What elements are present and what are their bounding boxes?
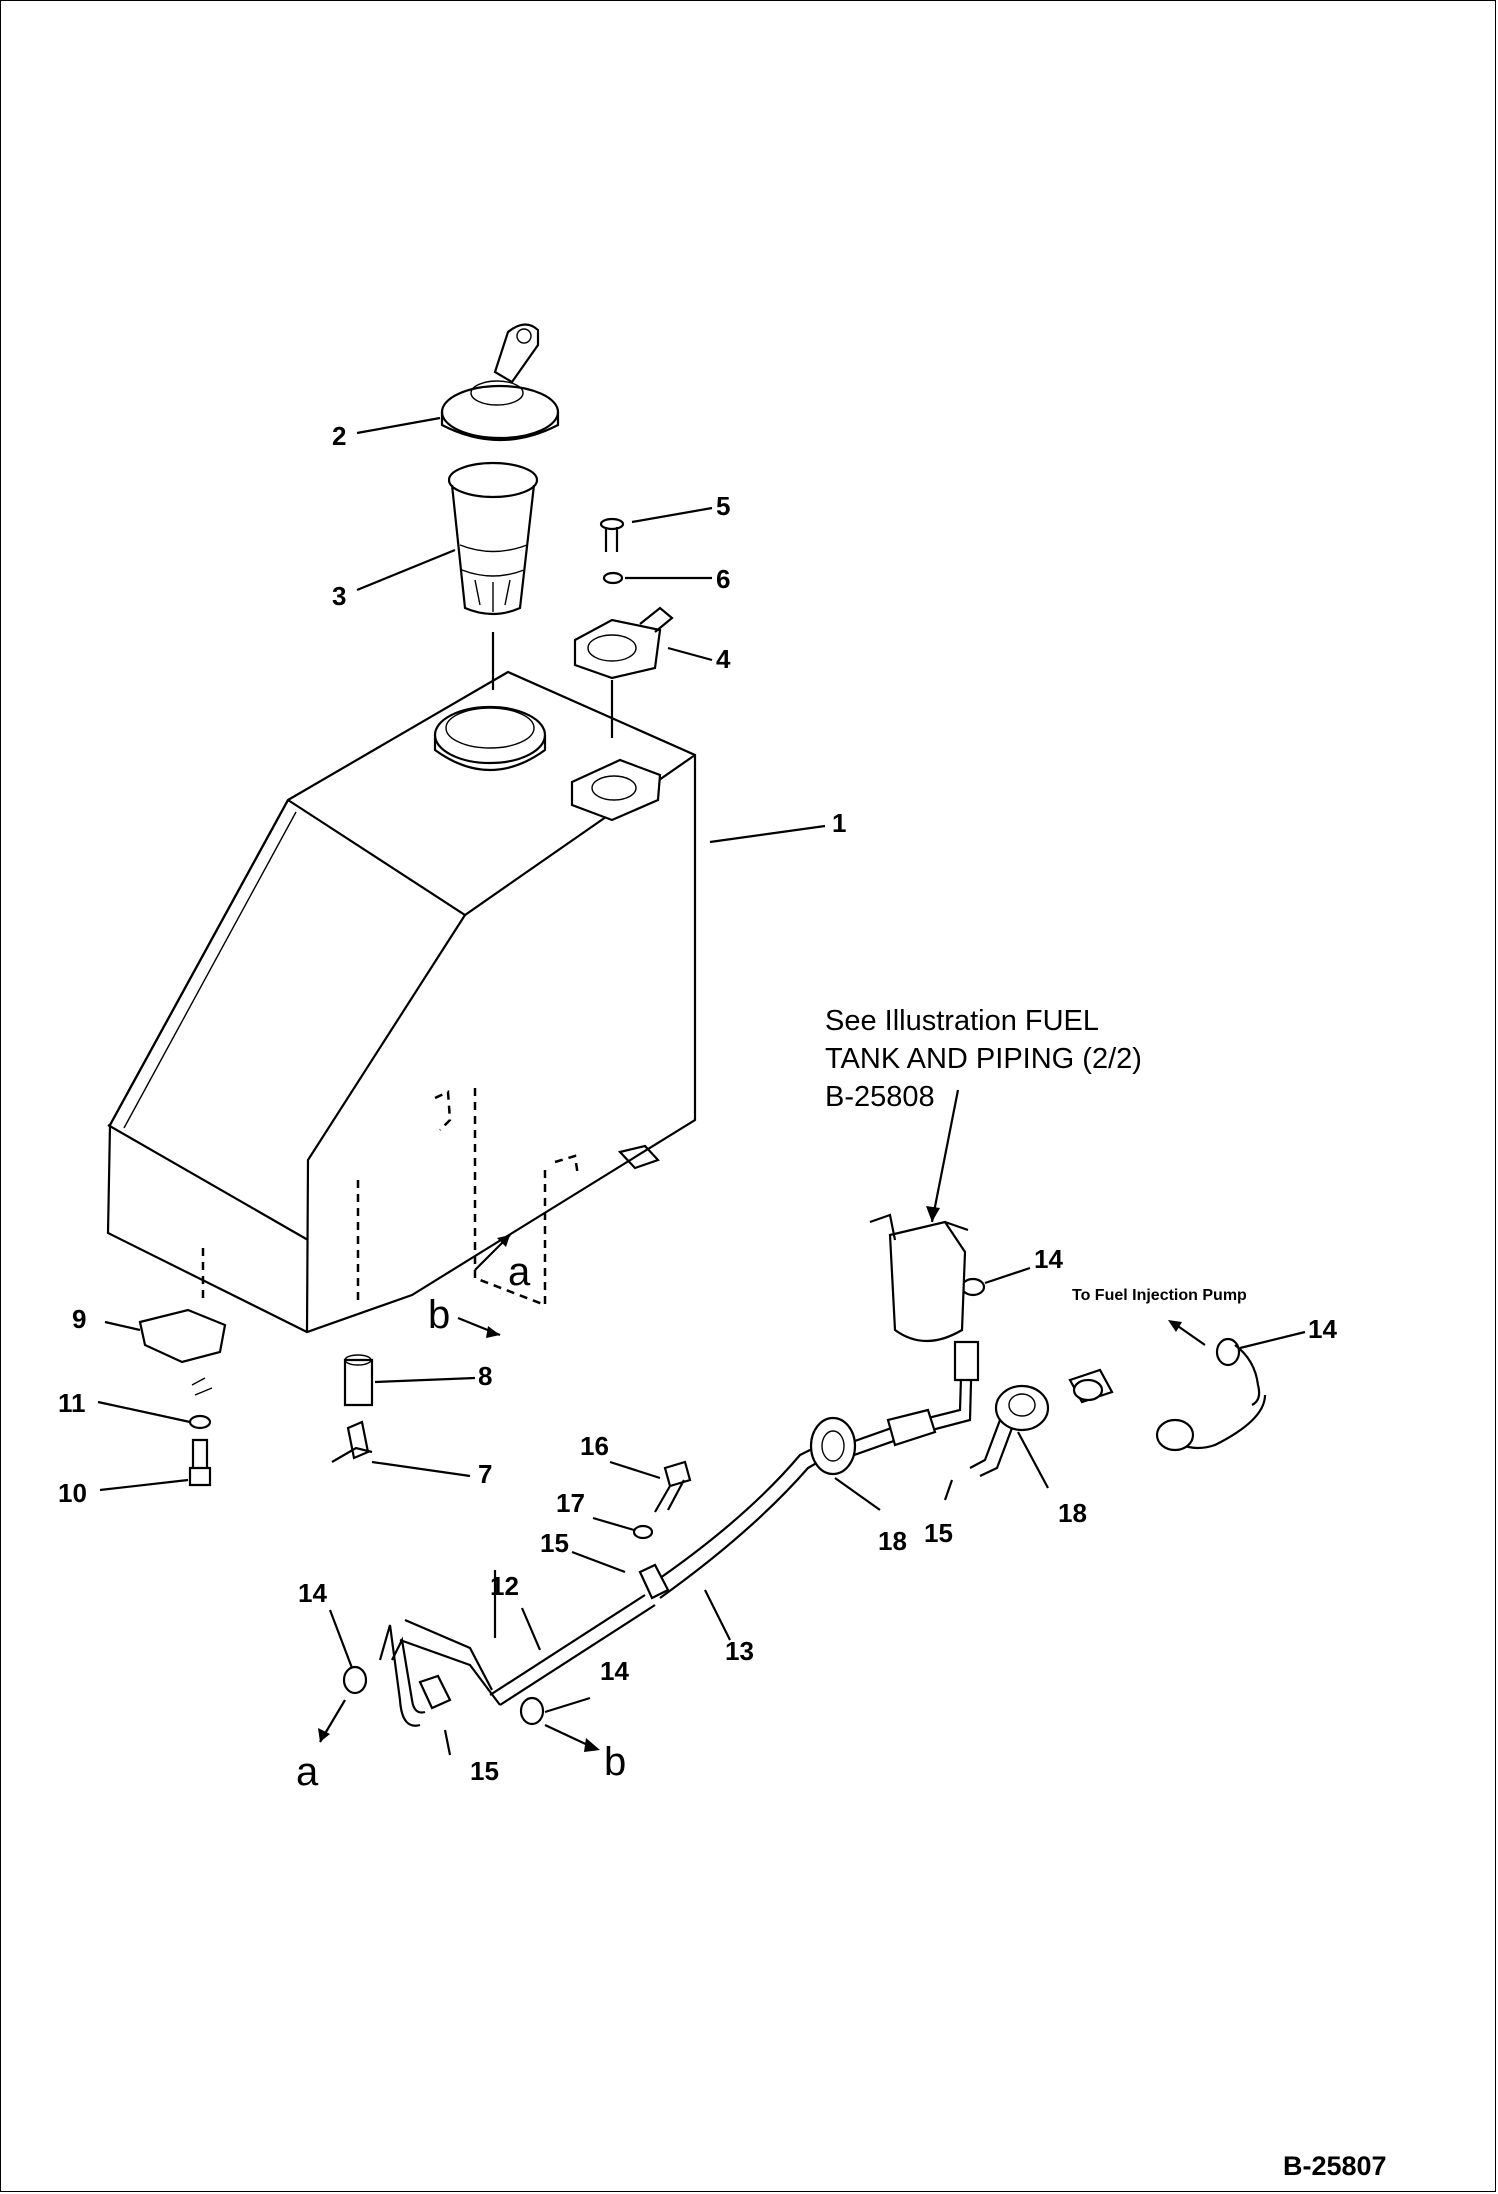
letter-b-tank: b [428, 1293, 450, 1337]
callout-15-bend: 15 [470, 1756, 499, 1786]
reference-note: See Illustration FUEL TANK AND PIPING (2… [825, 1005, 1142, 1113]
callout-1: 1 [832, 808, 846, 838]
bolt-5 [599, 517, 625, 552]
callout-3: 3 [332, 581, 346, 611]
callout-18-grommet: 18 [878, 1526, 907, 1556]
callout-15-clamp: 15 [540, 1528, 569, 1558]
fuel-tank [106, 670, 697, 1334]
pump-label: To Fuel Injection Pump [1072, 1287, 1247, 1304]
reference-note-line2: TANK AND PIPING (2/2) [825, 1043, 1142, 1075]
callout-7: 7 [478, 1459, 492, 1489]
callout-12: 12 [490, 1571, 519, 1601]
callout-10: 10 [58, 1478, 87, 1508]
connection-letters: a b a b [296, 1250, 626, 1794]
washer-6 [602, 571, 624, 585]
callout-numbers: 2 3 5 6 4 1 9 8 11 7 10 16 17 15 12 14 1… [58, 421, 1337, 1786]
leader-lines [97, 416, 1306, 1756]
callout-13: 13 [725, 1636, 754, 1666]
plug-8 [343, 1354, 374, 1407]
callout-14-left: 14 [298, 1578, 327, 1608]
callout-14-pipe: 14 [600, 1656, 629, 1686]
arrowheads [318, 1206, 1182, 1752]
cover-9 [138, 1308, 227, 1364]
callout-5: 5 [716, 491, 730, 521]
letter-b-pipe: b [604, 1740, 626, 1784]
document-number: B-25807 [1283, 2151, 1387, 2181]
tank-cap [440, 323, 560, 442]
callout-9: 9 [72, 1304, 86, 1334]
drain-valve-7 [331, 1420, 373, 1463]
callout-14-filter: 14 [1034, 1244, 1063, 1274]
callout-2: 2 [332, 421, 346, 451]
assembly-guides [201, 1088, 580, 1638]
callout-14-pump: 14 [1308, 1314, 1337, 1344]
strainer [447, 461, 539, 690]
callout-11: 11 [58, 1388, 86, 1418]
callout-15-filter: 15 [924, 1518, 953, 1548]
letter-a-pipe: a [296, 1750, 319, 1794]
reference-note-line3: B-25808 [825, 1081, 935, 1113]
callout-18-sender: 18 [1058, 1498, 1087, 1528]
callout-4: 4 [716, 644, 731, 674]
fuel-pipes [342, 1213, 1267, 1727]
callout-17: 17 [556, 1488, 585, 1518]
fuel-gauge-4 [573, 606, 674, 738]
callout-8: 8 [478, 1361, 492, 1391]
letter-a-tank: a [508, 1250, 531, 1294]
callout-16: 16 [580, 1431, 609, 1461]
washer-11 [188, 1377, 213, 1430]
reference-note-line1: See Illustration FUEL [825, 1005, 1099, 1037]
bolt-10 [188, 1438, 212, 1487]
callout-6: 6 [716, 564, 730, 594]
